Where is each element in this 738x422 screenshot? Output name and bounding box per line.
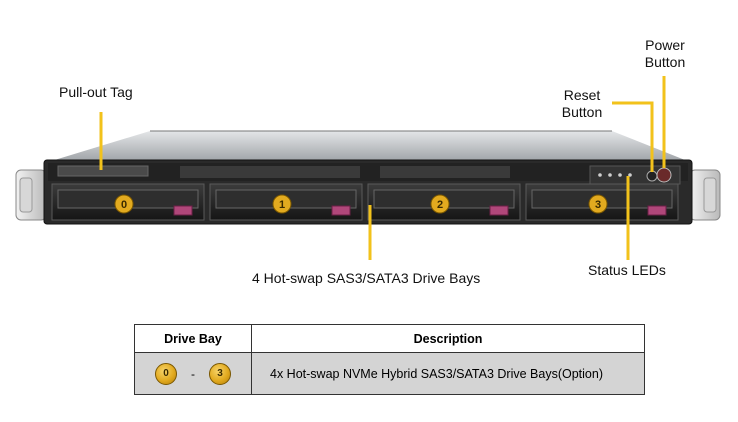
drive-bay-latch bbox=[647, 205, 667, 216]
reset-button-label-line2: Button bbox=[561, 104, 603, 120]
drive-bay-latch bbox=[489, 205, 509, 216]
drive-bay-badge bbox=[588, 194, 608, 214]
description-cell: 4x Hot-swap NVMe Hybrid SAS3/SATA3 Drive… bbox=[251, 352, 645, 395]
drive-bay-latch bbox=[331, 205, 351, 216]
drive-bay-latch bbox=[173, 205, 193, 216]
reset-button-label-line1: Reset bbox=[563, 87, 601, 103]
bay-range-separator: - bbox=[191, 366, 195, 381]
drive-bay-1: 1 bbox=[209, 183, 363, 221]
drive-bay-number: 0 bbox=[121, 199, 127, 211]
drive-bay-table: Drive Bay Description 0 - 3 4x Hot-swap … bbox=[134, 324, 645, 395]
header-description: Description bbox=[251, 324, 645, 353]
reset-button-shape bbox=[646, 170, 658, 182]
bay-end-badge: 3 bbox=[209, 362, 231, 385]
drive-bays-group: 0 1 2 3 bbox=[51, 183, 679, 221]
table-header-row: Drive Bay Description bbox=[134, 324, 645, 353]
drive-bay-badge bbox=[114, 194, 134, 214]
power-button-label: Power Button bbox=[638, 37, 692, 71]
pullout-tag-slot bbox=[57, 165, 149, 177]
drive-bay-cell: 0 - 3 bbox=[134, 352, 252, 395]
header-drive-bay: Drive Bay bbox=[134, 324, 252, 353]
callout-lines bbox=[99, 76, 666, 260]
drive-bay-badge bbox=[430, 194, 450, 214]
pullout-tag-label: Pull-out Tag bbox=[59, 84, 133, 100]
power-button-label-line2: Button bbox=[644, 54, 686, 70]
led-2 bbox=[608, 173, 612, 177]
drive-bays-label: 4 Hot-swap SAS3/SATA3 Drive Bays bbox=[252, 270, 481, 286]
drive-bay-2: 2 bbox=[367, 183, 521, 221]
led-4 bbox=[628, 173, 632, 177]
callout-line-reset bbox=[612, 101, 654, 172]
power-button-shape bbox=[656, 167, 672, 183]
bay-start-badge: 0 bbox=[155, 362, 177, 385]
drive-bay-0: 0 bbox=[51, 183, 205, 221]
drive-bay-badge bbox=[272, 194, 292, 214]
drive-bay-number: 3 bbox=[595, 199, 601, 211]
power-button-label-line1: Power bbox=[645, 37, 685, 53]
table-row: 0 - 3 4x Hot-swap NVMe Hybrid SAS3/SATA3… bbox=[134, 352, 645, 395]
reset-button-label: Reset Button bbox=[557, 87, 607, 121]
led-1 bbox=[598, 173, 602, 177]
status-leds-label: Status LEDs bbox=[588, 262, 666, 278]
drive-bay-number: 2 bbox=[437, 199, 443, 211]
drive-bay-number: 1 bbox=[279, 199, 285, 211]
chassis-top bbox=[48, 131, 690, 162]
led-3 bbox=[618, 173, 622, 177]
drive-bay-3: 3 bbox=[525, 183, 679, 221]
